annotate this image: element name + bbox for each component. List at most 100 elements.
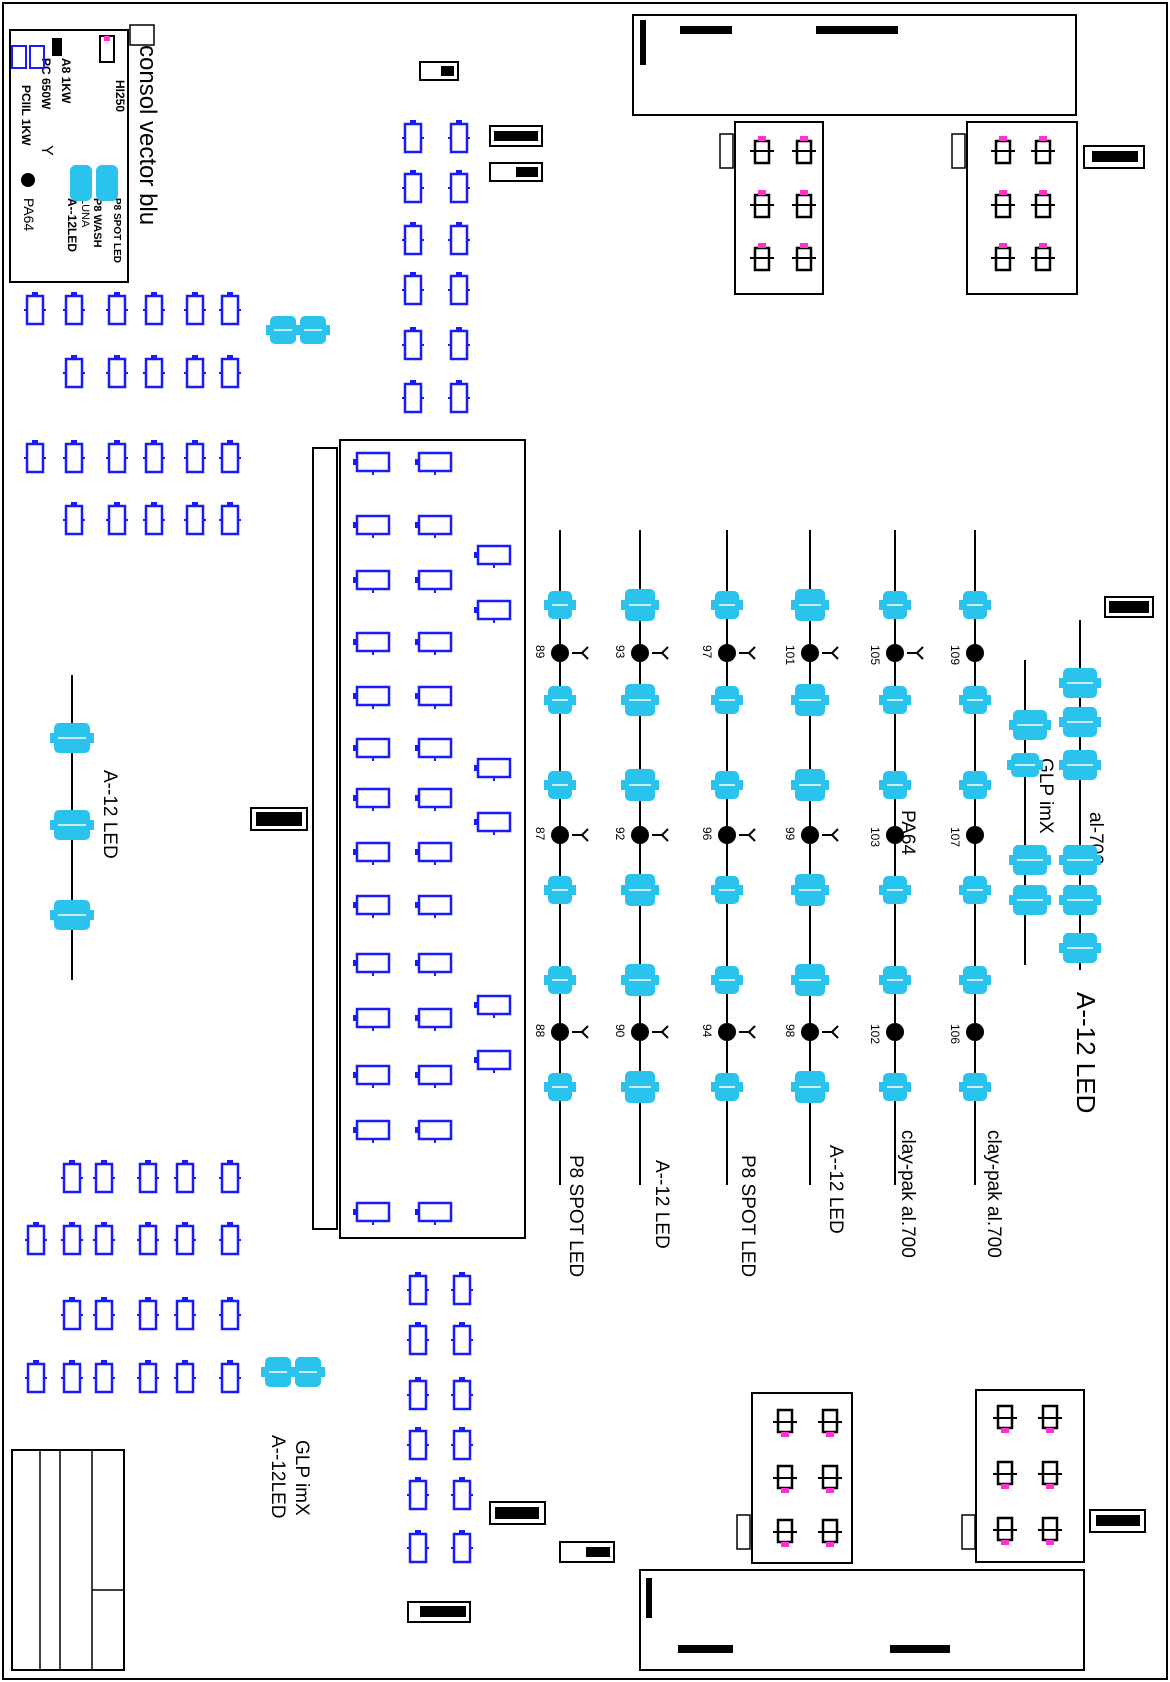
fixture-icon	[93, 1160, 115, 1194]
moving-head-icon	[818, 1518, 842, 1547]
moving-head-icon	[818, 1464, 842, 1493]
par-icon	[551, 1023, 569, 1041]
fixture-icon	[448, 380, 470, 414]
par-icon	[631, 1023, 649, 1041]
fixture-number: 103	[868, 827, 882, 847]
fixture-icon	[474, 544, 512, 568]
fixture-icon	[415, 569, 453, 593]
fixture-icon	[407, 1322, 429, 1356]
y-icon	[822, 828, 839, 842]
led-icon	[621, 964, 659, 996]
par-icon	[718, 644, 736, 662]
group-label: A--12 LED	[1071, 992, 1101, 1113]
led-icon	[621, 589, 659, 621]
stage-edge	[312, 447, 338, 1230]
fixture-box	[975, 1389, 1085, 1563]
fixture-icon	[353, 1119, 391, 1143]
fixture-icon	[448, 327, 470, 361]
y-icon	[739, 646, 756, 660]
fixture-icon	[137, 1160, 159, 1194]
fixture-icon	[451, 1272, 473, 1306]
moving-head-icon	[750, 190, 774, 219]
moving-head-icon	[993, 1516, 1017, 1545]
moving-head-icon	[792, 243, 816, 272]
fixture-icon	[93, 1297, 115, 1331]
label-box	[250, 807, 308, 831]
par-icon	[718, 826, 736, 844]
fixture-icon	[61, 1222, 83, 1256]
fixture-number: 99	[783, 827, 797, 841]
led-icon	[544, 876, 576, 904]
fixture-icon	[451, 1427, 473, 1461]
led-icon	[879, 1073, 911, 1101]
fixture-icon	[402, 170, 424, 204]
led-icon	[291, 1357, 325, 1387]
y-icon	[739, 1025, 756, 1039]
fixture-icon	[61, 1297, 83, 1331]
led-icon	[266, 316, 300, 344]
fixture-icon	[353, 569, 391, 593]
moving-head-icon	[1031, 190, 1055, 219]
y-icon	[652, 828, 669, 842]
fixture-icon	[25, 1222, 47, 1256]
led-icon	[791, 1071, 829, 1103]
led-icon	[621, 1071, 659, 1103]
par-icon	[631, 644, 649, 662]
fixture-icon	[63, 355, 85, 389]
moving-head-icon	[991, 243, 1015, 272]
moving-head-icon	[1031, 243, 1055, 272]
fixture-icon	[402, 380, 424, 414]
fixture-icon	[137, 1222, 159, 1256]
fixture-icon	[451, 1322, 473, 1356]
fixture-icon	[353, 451, 391, 475]
fixture-icon	[184, 292, 206, 326]
y-icon	[572, 646, 589, 660]
moving-head-icon	[750, 136, 774, 165]
fixture-box	[734, 121, 824, 295]
fixture-icon	[143, 292, 165, 326]
led-icon	[879, 686, 911, 714]
fixture-icon	[93, 1222, 115, 1256]
legend-item: A--12LED	[65, 198, 79, 252]
side-label: A--12 LED	[99, 770, 120, 859]
par-icon	[886, 644, 904, 662]
fixture-icon	[174, 1297, 196, 1331]
fixture-number: 109	[948, 645, 962, 665]
moving-head-icon	[792, 190, 816, 219]
fixture-icon	[415, 841, 453, 865]
legend-box: consol vector blu HI250 A8 1KW PC 650W P…	[9, 24, 161, 283]
fixture-icon	[184, 502, 206, 536]
fixture-icon	[402, 272, 424, 306]
fixture-number: 98	[783, 1024, 797, 1038]
fixture-icon	[63, 502, 85, 536]
led-icon	[879, 966, 911, 994]
fixture-icon	[415, 1064, 453, 1088]
fixture-icon	[61, 1360, 83, 1394]
fixture-icon	[184, 355, 206, 389]
fixture-icon	[415, 685, 453, 709]
fixture-number: 96	[700, 827, 714, 841]
led-icon	[70, 165, 118, 201]
fixture-icon	[407, 1530, 429, 1564]
fixture-icon	[415, 631, 453, 655]
moving-head-icon	[773, 1464, 797, 1493]
fixture-icon	[11, 45, 27, 69]
fixture-icon	[219, 1297, 241, 1331]
legend-item: PA64	[21, 198, 37, 231]
fixture-icon	[61, 1160, 83, 1194]
title-block	[11, 1449, 125, 1671]
legend-item: PC 650W	[39, 58, 53, 110]
legend-item: HI250	[113, 80, 127, 112]
led-icon	[959, 876, 991, 904]
led-icon	[544, 966, 576, 994]
fixture-icon	[474, 994, 512, 1018]
led-icon	[1059, 885, 1101, 915]
led-icon	[791, 874, 829, 906]
fixture-number: 105	[868, 645, 882, 665]
fixture-icon	[219, 502, 241, 536]
fixture-icon	[106, 440, 128, 474]
bottom-control-box	[639, 1569, 1085, 1671]
fixture-box	[751, 1392, 853, 1564]
led-icon	[1059, 845, 1101, 875]
fixture-icon	[219, 1222, 241, 1256]
